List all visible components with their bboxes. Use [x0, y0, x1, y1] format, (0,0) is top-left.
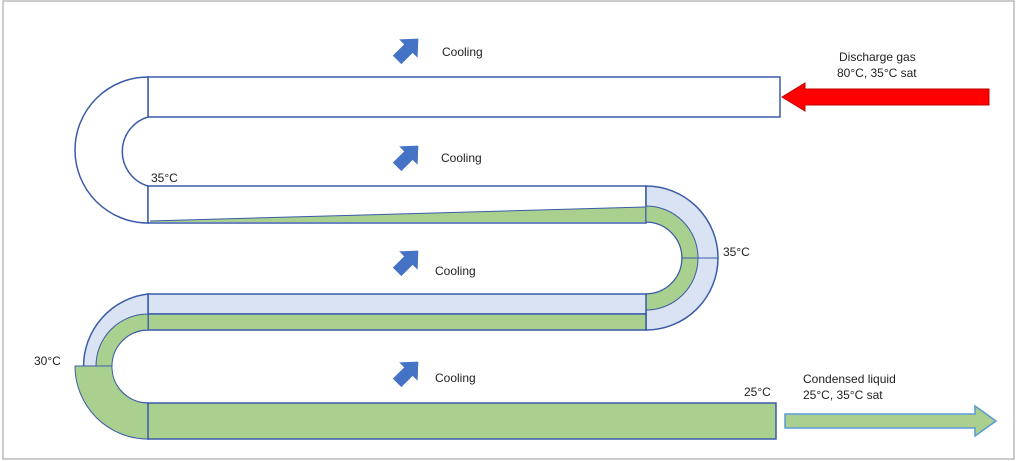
discharge-label-line2: 80°C, 35°C sat	[837, 66, 917, 80]
arrow-left-icon	[781, 82, 990, 112]
tube-pass-3-vapor	[147, 293, 647, 315]
cooling-arrow-4	[392, 361, 419, 388]
arrow-up-right-icon	[392, 145, 419, 172]
u-bend-left-lower-film	[95, 313, 149, 367]
tube-pass-4	[147, 402, 777, 440]
cooling-arrow-1	[392, 38, 419, 65]
cooling-arrow-2	[392, 145, 419, 172]
tube-pass-3-liquid	[147, 313, 647, 331]
u-bend-left-lower-liquid	[74, 365, 149, 440]
condensed-label-line2: 25°C, 35°C sat	[803, 388, 883, 402]
arrow-up-right-icon	[392, 250, 419, 277]
temp-label-outlet: 25°C	[744, 385, 771, 399]
discharge-label-line1: Discharge gas	[839, 50, 916, 64]
cooling-label-3: Cooling	[435, 264, 476, 278]
cooling-label-2: Cooling	[441, 151, 482, 165]
temp-label-right: 35°C	[723, 245, 750, 259]
arrow-up-right-icon	[392, 361, 419, 388]
temp-label-left: 30°C	[34, 354, 61, 368]
u-bend-left-upper	[74, 76, 149, 224]
tube-pass-1	[147, 76, 781, 118]
u-bend-right-liquid	[645, 205, 699, 311]
arrow-right-icon	[784, 404, 998, 438]
arrow-up-right-icon	[392, 38, 419, 65]
cooling-arrow-3	[392, 250, 419, 277]
cooling-label-1: Cooling	[442, 45, 483, 59]
temp-label-top-left: 35°C	[151, 171, 178, 185]
liquid-film-edge	[149, 206, 646, 222]
cooling-label-4: Cooling	[435, 371, 476, 385]
condensed-label-line1: Condensed liquid	[803, 372, 896, 386]
